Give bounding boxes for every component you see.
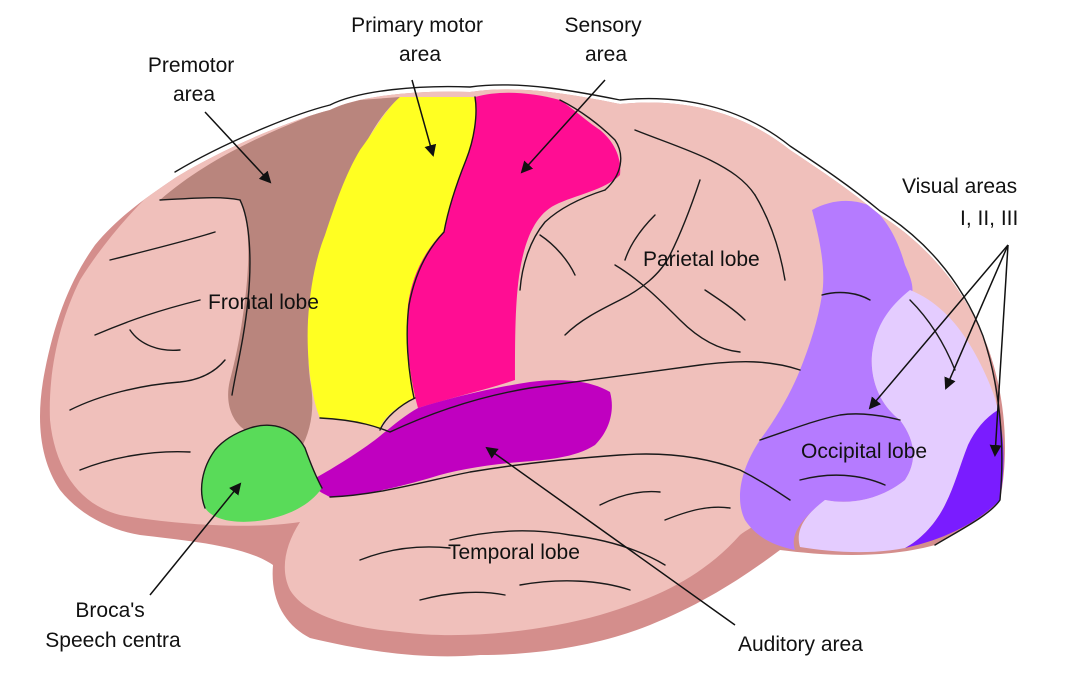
- label-frontal-lobe: Frontal lobe: [208, 291, 319, 314]
- label-auditory-area: Auditory area: [738, 633, 863, 656]
- label-temporal-lobe: Temporal lobe: [448, 541, 580, 564]
- label-broca: Broca's Speech centra: [45, 599, 181, 652]
- label-broca-line2: Speech centra: [45, 629, 181, 652]
- label-primary-motor-line1: Primary motor: [351, 14, 483, 37]
- label-premotor-line2: area: [173, 83, 215, 106]
- label-sensory-line2: area: [585, 43, 627, 66]
- label-sensory: Sensory area: [565, 14, 648, 66]
- label-premotor: Premotor area: [148, 54, 240, 106]
- label-parietal-lobe: Parietal lobe: [643, 248, 760, 271]
- label-visual-areas-line2: I, II, III: [960, 207, 1018, 230]
- label-primary-motor: Primary motor area: [351, 14, 489, 66]
- label-visual-areas: Visual areas I, II, III: [902, 175, 1023, 230]
- label-broca-line1: Broca's: [75, 599, 144, 622]
- label-visual-areas-line1: Visual areas: [902, 175, 1017, 198]
- label-sensory-line1: Sensory: [565, 14, 643, 37]
- label-premotor-line1: Premotor: [148, 54, 234, 77]
- label-occipital-lobe: Occipital lobe: [801, 440, 927, 463]
- label-primary-motor-line2: area: [399, 43, 441, 66]
